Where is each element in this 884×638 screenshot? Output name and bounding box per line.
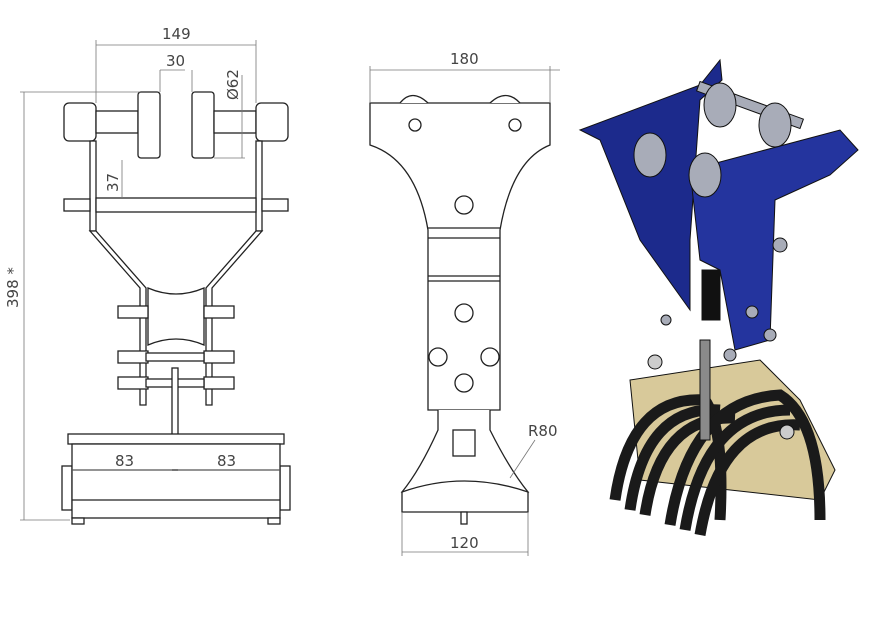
right-span-dimension: 83 [217, 452, 236, 470]
radius-dimension: R80 [528, 422, 558, 440]
base-width-dimension: 120 [450, 534, 479, 552]
side-width-dimension: 180 [450, 50, 479, 68]
height-dimension: 398 * [4, 267, 22, 308]
offset-dimension: 37 [104, 173, 122, 192]
side-view: 180 R80 120 [369, 50, 560, 556]
isometric-view [578, 58, 859, 536]
width-dimension: 149 [162, 25, 191, 43]
front-view: 149 30 Ø62 37 398 * 83 83 [4, 25, 291, 525]
left-span-dimension: 83 [115, 452, 134, 470]
gap-dimension: 30 [166, 52, 185, 70]
roller-diameter-dimension: Ø62 [224, 69, 242, 100]
